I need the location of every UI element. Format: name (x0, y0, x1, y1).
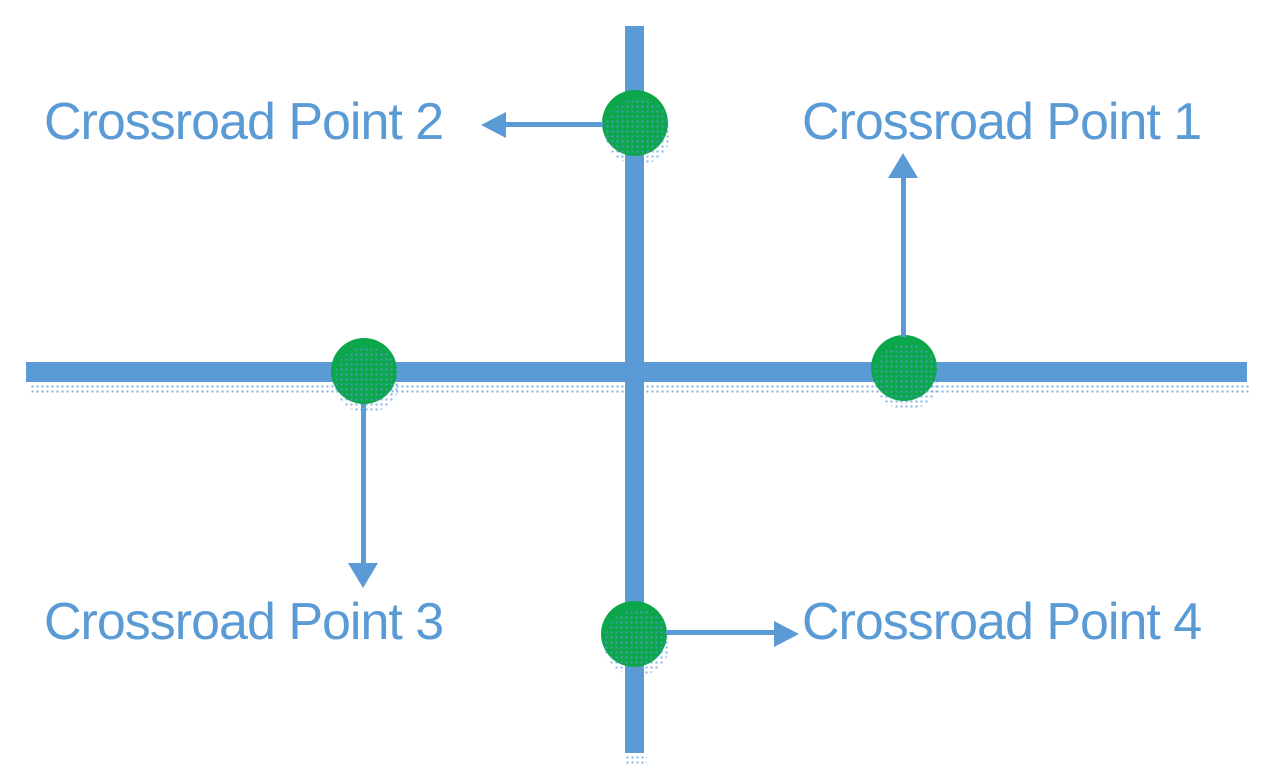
crossroad-point-4-marker (601, 601, 667, 667)
arrowhead-up-icon (888, 153, 918, 178)
arrow-line-point-1 (901, 171, 906, 337)
arrow-line-point-2 (505, 122, 603, 127)
arrowhead-right-icon (774, 621, 799, 647)
arrowhead-left-icon (481, 112, 506, 138)
crossroad-point-1-marker (871, 335, 937, 401)
label-crossroad-point-1: Crossroad Point 1 (802, 93, 1202, 151)
label-crossroad-point-4: Crossroad Point 4 (802, 593, 1202, 651)
arrowhead-down-icon (348, 563, 378, 588)
label-crossroad-point-3: Crossroad Point 3 (44, 593, 444, 651)
crossroad-point-3-marker (331, 338, 397, 404)
crossroad-point-2-marker (602, 90, 668, 156)
label-crossroad-point-2: Crossroad Point 2 (44, 93, 444, 151)
arrow-line-point-3 (361, 404, 366, 565)
road-vertical (625, 26, 647, 765)
arrow-line-point-4 (666, 630, 776, 635)
